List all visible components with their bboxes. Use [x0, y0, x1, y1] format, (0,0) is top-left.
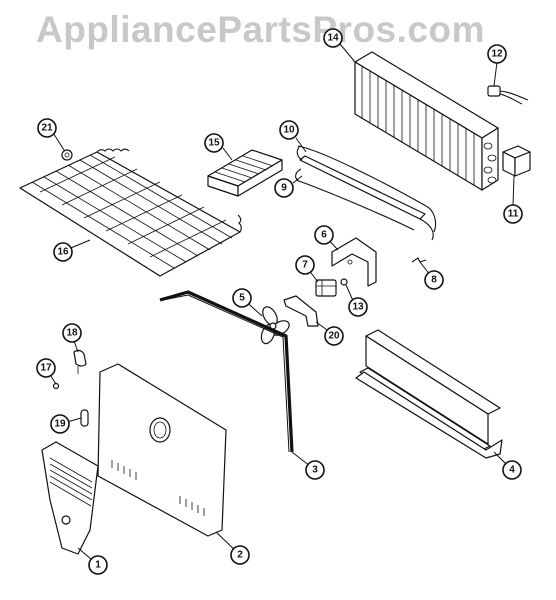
callout-label: 5: [239, 293, 245, 304]
callout-9: 9: [274, 178, 294, 198]
part-gasket: [159, 290, 294, 453]
callout-6: 6: [314, 225, 334, 245]
callout-label: 14: [327, 33, 339, 44]
callout-label: 12: [491, 49, 503, 60]
callout-1: 1: [88, 555, 108, 575]
callout-label: 1: [95, 560, 101, 571]
part-timer-block: [502, 145, 531, 177]
callout-4: 4: [502, 460, 522, 480]
callout-12: 12: [487, 44, 507, 64]
part-knob: [61, 149, 73, 161]
callout-21: 21: [37, 118, 57, 138]
callout-16: 16: [53, 242, 73, 262]
callout-3: 3: [305, 460, 325, 480]
callout-17: 17: [36, 358, 56, 378]
part-defrost-heater: [295, 145, 437, 241]
callout-5: 5: [232, 288, 252, 308]
callout-13: 13: [348, 297, 368, 317]
site-watermark: AppliancePartsPros.com: [36, 9, 485, 50]
part-screw: [340, 278, 348, 286]
callout-label: 13: [352, 302, 364, 313]
part-motor-bracket: [283, 295, 319, 327]
callout-15: 15: [204, 133, 224, 153]
callout-label: 10: [283, 125, 295, 136]
part-small-screw: [52, 382, 60, 390]
callout-10: 10: [279, 120, 299, 140]
part-fan-motor: [315, 279, 337, 297]
callout-label: 18: [66, 328, 78, 339]
part-back-panel: [97, 363, 227, 537]
part-drip-tray: [355, 329, 503, 459]
part-control-knob: [73, 349, 87, 374]
callout-label: 3: [312, 465, 318, 476]
part-grille-cover: [41, 441, 99, 555]
callout-label: 16: [57, 247, 69, 258]
callout-14: 14: [323, 28, 343, 48]
callout-label: 6: [321, 230, 327, 241]
callout-18: 18: [62, 323, 82, 343]
callout-label: 20: [328, 331, 340, 342]
callout-label: 21: [41, 123, 53, 134]
callout-label: 15: [208, 138, 220, 149]
part-sensor: [487, 85, 529, 105]
part-ice-tray: [207, 149, 283, 197]
part-evaporator: [354, 51, 499, 191]
part-wire-shelf: [19, 148, 242, 277]
part-clip: [411, 257, 427, 263]
callout-8: 8: [424, 270, 444, 290]
callout-11: 11: [503, 204, 523, 224]
callout-label: 2: [237, 550, 243, 561]
callout-label: 19: [54, 419, 66, 430]
part-mounting-bracket: [331, 237, 377, 287]
callout-2: 2: [230, 545, 250, 565]
callout-label: 4: [509, 465, 515, 476]
callout-label: 11: [508, 209, 519, 220]
callout-label: 17: [40, 363, 52, 374]
part-latch: [80, 409, 89, 427]
callout-label: 8: [431, 275, 437, 286]
callout-label: 9: [281, 183, 287, 194]
callout-19: 19: [50, 414, 70, 434]
callout-7: 7: [295, 255, 315, 275]
callout-20: 20: [324, 326, 344, 346]
callout-label: 7: [302, 260, 308, 271]
